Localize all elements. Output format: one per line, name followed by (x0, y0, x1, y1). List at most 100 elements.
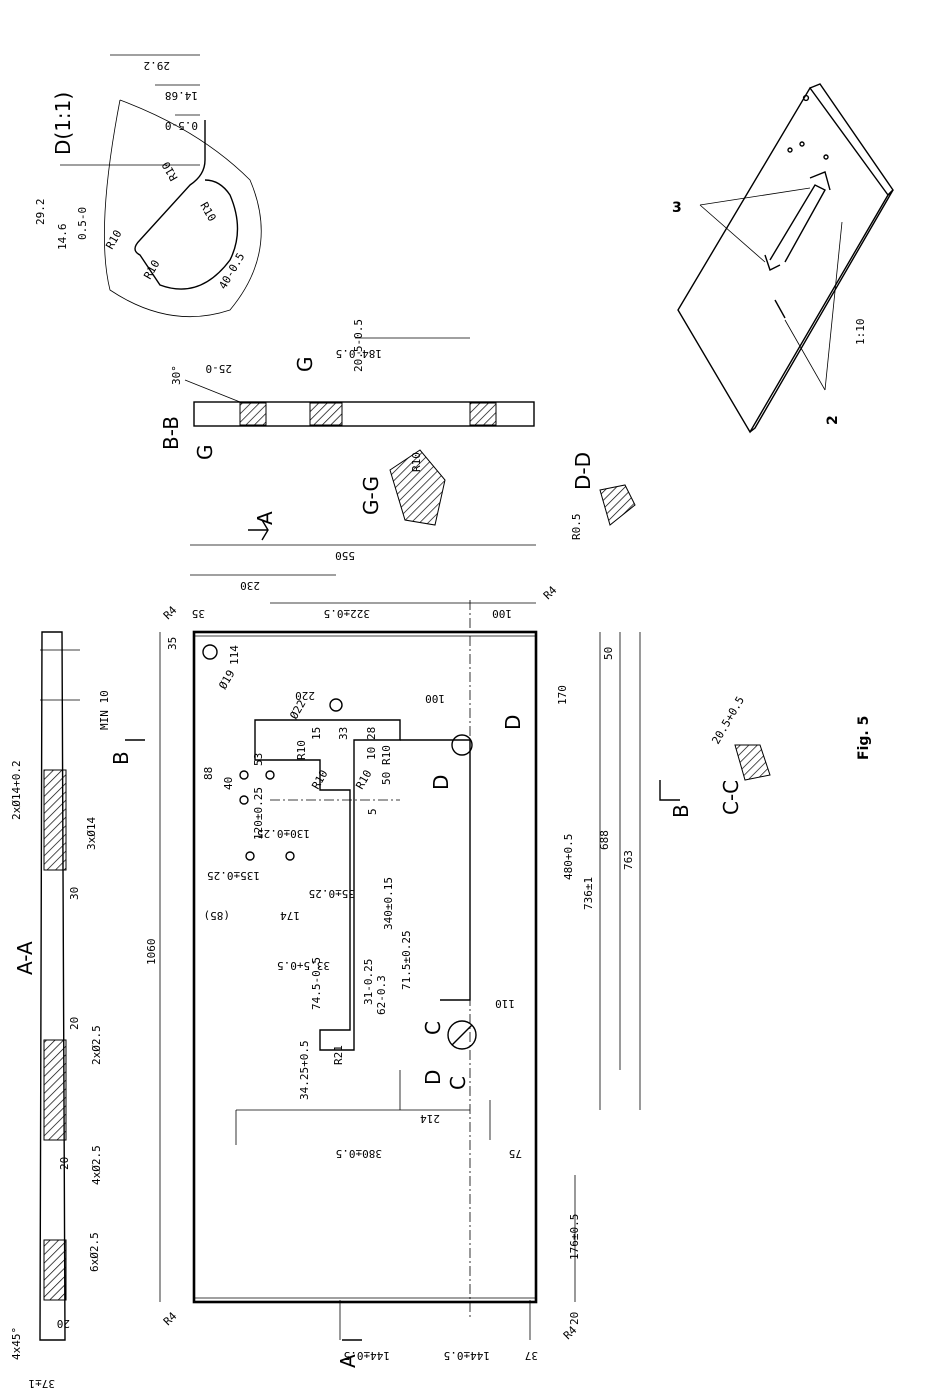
plate-outline (192, 630, 538, 1304)
section-gg: G-G R10 (359, 449, 446, 526)
dd-14-68: 14.68 (165, 89, 198, 102)
dim-r10-b: R10 (309, 768, 330, 792)
detail-d: D(1:1) 29.2 14.68 0.5-0 R10 R10 R10 R10 … (34, 54, 262, 318)
marker-g-bottom: G (193, 445, 217, 461)
section-bb-outline (193, 401, 535, 427)
gg-r10: R10 (410, 452, 423, 472)
dd-0-5a: 0.5-0 (165, 119, 198, 132)
dd-note: R0.5 (570, 514, 583, 541)
aa-30: 30 (68, 887, 81, 900)
dd-r10-b: R10 (103, 228, 124, 252)
part-number-3: 3 (672, 200, 682, 216)
dim-130: 130±0.25 (257, 827, 310, 840)
aa-3x14: 3xØ14 (85, 817, 98, 850)
bb-25: 25-0 (206, 362, 233, 375)
isometric-view: 3 2 1:10 (672, 83, 894, 434)
marker-a-top: A (253, 511, 277, 525)
dim-37: 37 (525, 1349, 538, 1362)
dd-r10-c: R10 (197, 200, 218, 224)
detail-d-break (103, 99, 262, 318)
marker-c-top: C (421, 1021, 445, 1035)
dim-176: 176±0.5 (568, 1214, 581, 1260)
view-label-dd: D-D (571, 452, 595, 490)
bb-angle: 30° (170, 365, 183, 385)
channel-outline (400, 739, 471, 1001)
dim-33: 33 (337, 727, 350, 740)
dim-5: 5 (366, 808, 379, 815)
dim-736: 736±1 (582, 877, 595, 910)
view-label-aa: A-A (13, 941, 37, 975)
section-c-circle (447, 1020, 477, 1050)
iso-scale: 1:10 (854, 319, 867, 346)
dim-53: 53 (252, 753, 265, 766)
mounting-hole (202, 644, 218, 660)
dim-74-5: 74.5-0.5 (310, 957, 323, 1010)
dim-135: 135±0.25 (207, 869, 260, 882)
section-bb: B-B 30° 25-0 20.5-0.5 184-0.5 G G (159, 319, 535, 461)
marker-a-bottom: A (336, 1354, 360, 1368)
marker-c-bottom: C (446, 1076, 470, 1090)
dim-550: 550 (335, 549, 355, 562)
dim-r10-c: R10 (353, 768, 374, 792)
dim-85: (85) (204, 909, 231, 922)
marker-d-left: D (429, 775, 453, 790)
aa-chamfer: 4x45° (10, 1327, 23, 1360)
dd-29-2b: 29.2 (34, 199, 47, 226)
dim-28: 28 (365, 727, 378, 740)
dim-62: 62-0.3 (375, 975, 388, 1015)
section-aa-hatch-bottom (43, 1239, 67, 1301)
dim-35b: 35 (166, 637, 179, 650)
plate-plan-view: 550 230 322±0.5 100 35 35 R4 R4 R4 R4 11… (109, 511, 693, 1368)
dim-19: Ø19 (216, 668, 237, 692)
marker-b-left: B (109, 751, 133, 765)
section-aa-hatch-mid (43, 1039, 67, 1141)
dim-100-top: 100 (492, 607, 512, 620)
bb-20-5: 20.5-0.5 (352, 319, 365, 372)
dim-r21: R21 (332, 1045, 345, 1065)
marker-d-right: D (501, 715, 525, 730)
dim-31: 31-0.25 (362, 959, 375, 1005)
dim-15: 15 (310, 727, 323, 740)
dd-14-6: 14.6 (56, 224, 69, 251)
dd-0-5b: 0.5-0 (76, 207, 89, 240)
marker-g-top: G (293, 357, 317, 373)
dim-322: 322±0.5 (324, 607, 370, 620)
dim-35-25: 35±0.25 (309, 887, 355, 900)
aa-4x25: 4xØ2.5 (90, 1145, 103, 1185)
section-aa-outline (39, 631, 66, 1341)
bb-184: 184-0.5 (336, 347, 382, 360)
dim-114: 114 (228, 645, 241, 665)
dim-1060: 1060 (145, 939, 158, 966)
dim-r4-tl: R4 (161, 603, 180, 622)
aa-20c: 20 (57, 1317, 70, 1330)
aa-20b: 20 (58, 1157, 71, 1170)
section-d-circle (451, 734, 473, 756)
dim-88: 88 (202, 767, 215, 780)
section-aa: A-A MIN 10 2xØ14+0.2 3xØ14 30 20 2xØ2.5 … (10, 631, 111, 1390)
dim-r4-tr: R4 (541, 583, 560, 602)
dim-170: 170 (556, 685, 569, 705)
section-dd: D-D R0.5 (570, 452, 636, 541)
dim-214: 214 (420, 1112, 440, 1125)
dim-100-mid: 100 (425, 692, 445, 705)
detail-d-slot (134, 120, 239, 290)
dd-r10-a: R10 (159, 159, 180, 183)
dim-174: 174 (280, 909, 300, 922)
aa-37: 37±1 (29, 1377, 56, 1390)
aa-2x25: 2xØ2.5 (90, 1025, 103, 1065)
marker-b-right: B (669, 804, 693, 818)
dim-50-right: 50 (602, 647, 615, 660)
dim-380: 380±0.5 (336, 1147, 382, 1160)
dim-340: 340±0.15 (382, 877, 395, 930)
view-label-detail-d: D(1:1) (51, 92, 75, 155)
dim-144b: 144±0.5 (444, 1349, 490, 1362)
dim-20: 20 (568, 1312, 581, 1325)
marker-d-bottom: D (421, 1070, 445, 1085)
aa-6x25: 6xØ2.5 (88, 1232, 101, 1272)
dim-120: 120±0.25 (252, 787, 265, 840)
dd-29-2a: 29.2 (144, 59, 171, 72)
dim-480: 480+0.5 (562, 834, 575, 880)
dim-220: 220 (295, 689, 315, 702)
iso-slot (769, 184, 826, 263)
